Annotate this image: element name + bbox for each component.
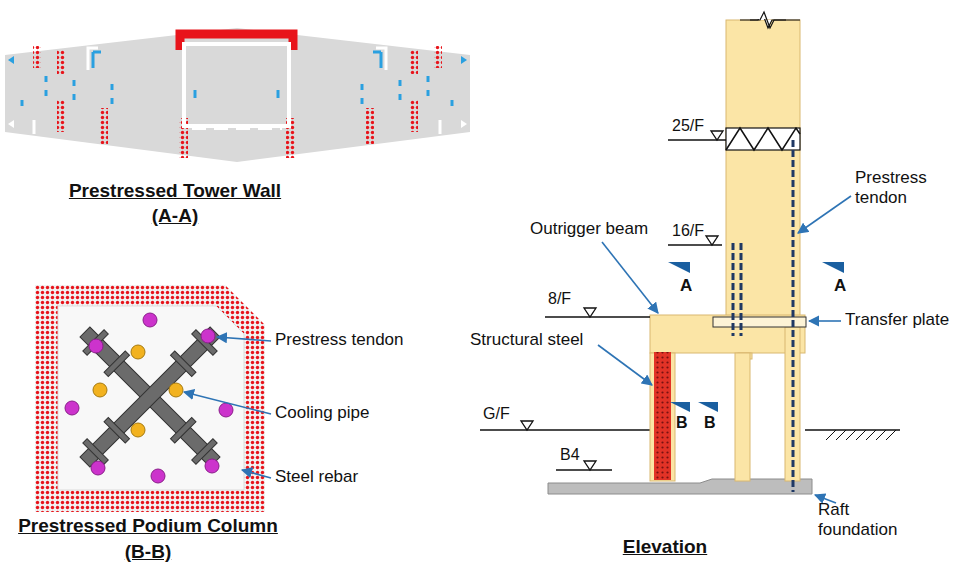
section-mark: (A-A) bbox=[152, 205, 198, 227]
level-label: 16/F bbox=[672, 222, 704, 240]
level-label: B4 bbox=[560, 446, 580, 464]
callout-label: Prestress tendon bbox=[275, 330, 404, 350]
callout-label: Transfer plate bbox=[845, 310, 949, 330]
callout-label: Steel rebar bbox=[275, 467, 358, 487]
panel-title: Prestressed Tower Wall bbox=[69, 180, 281, 202]
tower-wall-plan bbox=[5, 28, 470, 162]
level-label: 25/F bbox=[672, 117, 704, 135]
callout-label: Outrigger beam bbox=[530, 219, 648, 239]
section-letter: B bbox=[676, 414, 688, 432]
callout-label: Cooling pipe bbox=[275, 403, 370, 423]
section-letter: A bbox=[680, 276, 692, 296]
level-label: 8/F bbox=[548, 290, 571, 308]
panel-title: Prestressed Podium Column bbox=[18, 515, 278, 537]
section-letter: B bbox=[704, 414, 716, 432]
leader-lines bbox=[184, 196, 851, 503]
podium-column-section bbox=[35, 285, 265, 512]
panel-title: Elevation bbox=[623, 536, 707, 558]
callout-label: Raft foundation bbox=[818, 500, 918, 539]
level-label: G/F bbox=[483, 405, 510, 423]
section-mark: (B-B) bbox=[125, 541, 171, 563]
section-letter: A bbox=[834, 276, 846, 296]
callout-label: Prestress tendon bbox=[855, 168, 950, 207]
elevation-drawing bbox=[480, 4, 900, 494]
callout-label: Structural steel bbox=[470, 330, 583, 350]
